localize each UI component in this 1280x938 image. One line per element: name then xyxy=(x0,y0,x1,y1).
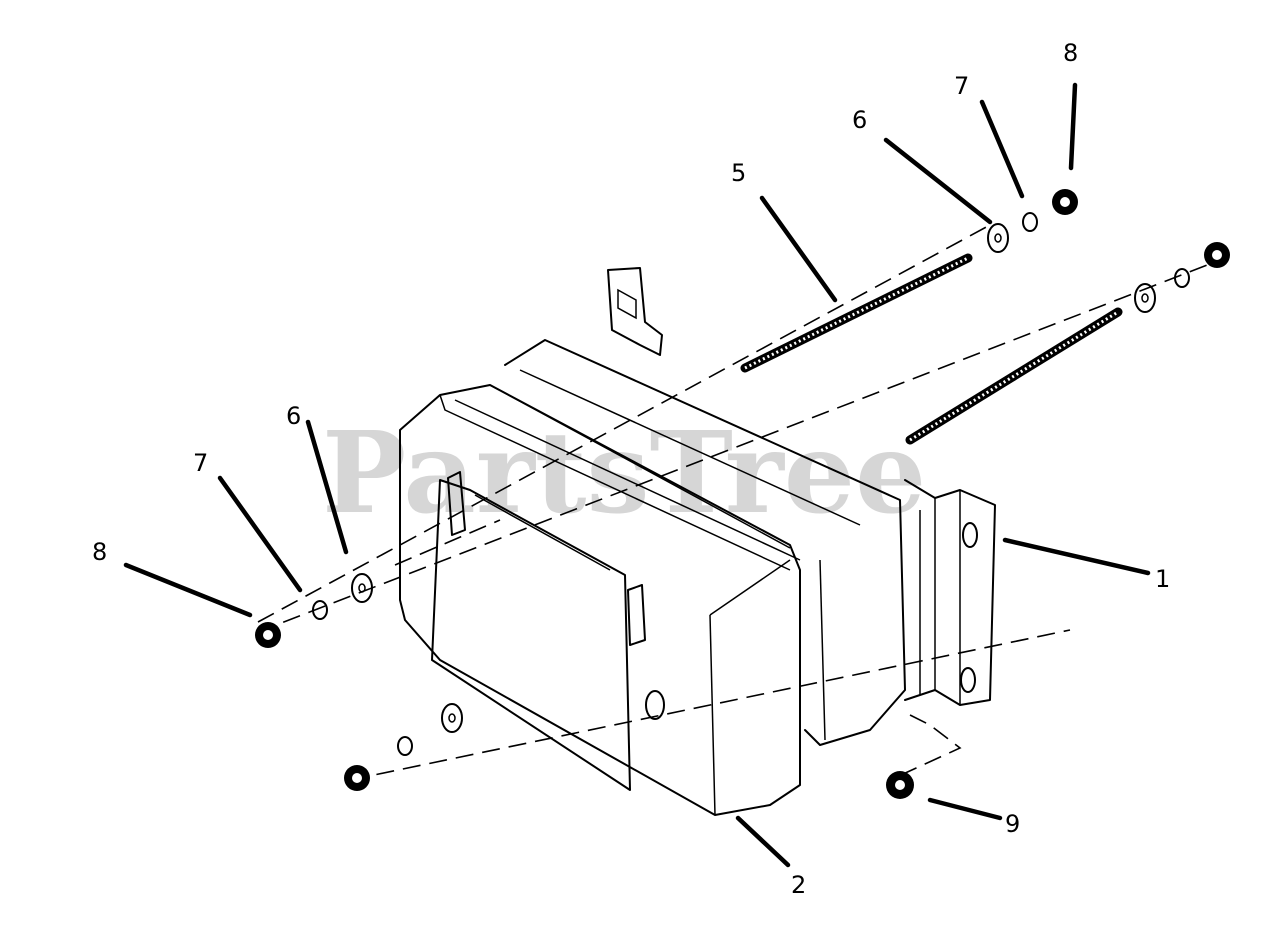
keyhole-slot-top xyxy=(962,522,978,548)
callout-2: 2 xyxy=(791,871,806,899)
lock-washer-lower-rod xyxy=(1174,268,1190,288)
callout-5: 5 xyxy=(731,159,746,187)
flat-washer-left xyxy=(351,573,373,603)
weight-box xyxy=(399,339,906,816)
keyhole-slot-bottom xyxy=(960,667,976,693)
callout-7-top: 7 xyxy=(954,72,969,100)
flat-washer-top xyxy=(987,223,1009,253)
flat-washer-lower-rod xyxy=(1134,283,1156,313)
assembly-axes xyxy=(257,224,1216,781)
callout-9: 9 xyxy=(1005,810,1020,838)
callout-6-top: 6 xyxy=(852,106,867,134)
leader-lines xyxy=(123,82,1151,868)
callout-labels: 1 2 5 6 7 8 6 7 8 9 xyxy=(92,39,1170,899)
callout-7-left: 7 xyxy=(193,449,208,477)
threaded-rod-lower xyxy=(905,307,1123,445)
hardware xyxy=(255,189,1230,799)
threaded-rod-upper xyxy=(740,253,973,373)
callout-8-top: 8 xyxy=(1063,39,1078,67)
lock-washer-bottom xyxy=(397,736,413,756)
callout-6-left: 6 xyxy=(286,402,301,430)
flat-washer-bottom xyxy=(441,703,463,733)
callout-1: 1 xyxy=(1155,565,1170,593)
lock-washer-top xyxy=(1022,212,1038,232)
lock-washer-left xyxy=(312,600,328,620)
callout-8-left: 8 xyxy=(92,538,107,566)
watermark: PartsTree xyxy=(322,408,926,539)
